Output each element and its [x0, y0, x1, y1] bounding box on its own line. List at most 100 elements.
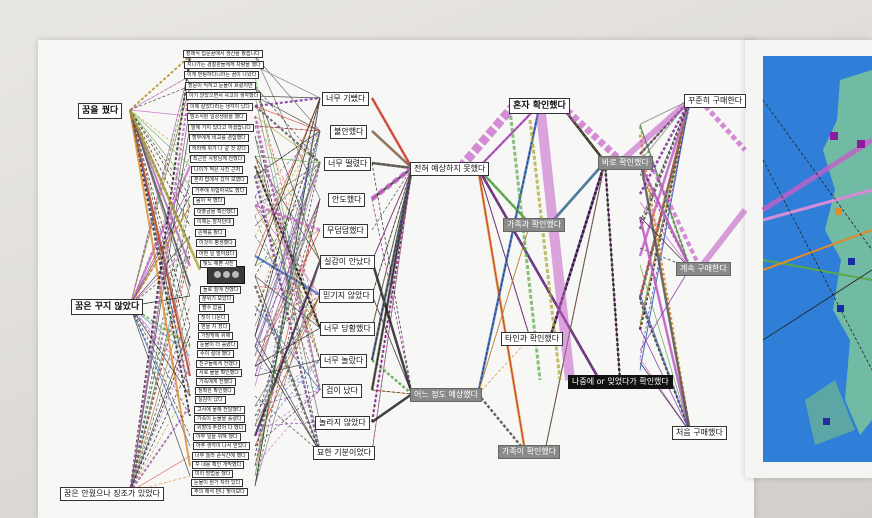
- flow-line: [129, 205, 191, 493]
- flow-line: [639, 216, 691, 269]
- flow-line: [639, 293, 691, 433]
- flow-line: [129, 255, 191, 493]
- flow-line: [638, 157, 692, 433]
- flow-line: [254, 135, 321, 423]
- flow-line: [254, 115, 321, 453]
- feeling-10: 놀라지 않았다: [315, 416, 370, 430]
- flow-line: [254, 294, 321, 427]
- flow-line: [254, 97, 321, 317]
- node-omen: 꿈은 안꿨으나 징조가 있었다: [60, 487, 164, 501]
- flow-line: [129, 335, 191, 493]
- dream-item: 혼자 밥에서 갔어 보였다: [191, 176, 248, 184]
- flow-line: [129, 245, 191, 493]
- flow-line: [254, 130, 321, 477]
- flow-line: [129, 405, 191, 493]
- flow-line: [371, 359, 413, 395]
- flow-line: [254, 97, 321, 337]
- flow-line: [129, 305, 191, 437]
- flow-line: [254, 162, 321, 207]
- dream-item: 팔수 없음: [199, 304, 225, 313]
- dream-item: 이게 번팅하다니라는 꿈이 나왔다: [184, 71, 260, 79]
- flow-line: [254, 97, 321, 257]
- flow-line: [254, 55, 321, 132]
- flow-line: [254, 75, 321, 391]
- flow-line: [639, 267, 691, 351]
- map-graphic: [761, 56, 872, 462]
- flow-line: [371, 294, 413, 395]
- dream-item: 친구들에게 전했다: [196, 359, 241, 368]
- flow-line: [618, 97, 692, 165]
- flow-line: [370, 97, 414, 169]
- flow-line: [549, 161, 606, 225]
- dream-item: 가족에게 전했다: [196, 378, 236, 386]
- dream-item: 할문이 익히고 눈물이 흐렸지만: [185, 81, 256, 90]
- flow-line: [129, 175, 191, 493]
- flow-line: [129, 185, 191, 307]
- dream-item: 지나가는 경찰관들에게 차량을 했다: [184, 60, 264, 69]
- flow-line: [129, 109, 191, 157]
- flow-line: [129, 305, 191, 447]
- flow-line: [129, 235, 191, 493]
- node-no-dream: 꿈은 꾸지 않았다: [71, 299, 144, 315]
- dream-item: 최근한 사장님께 전했다: [190, 155, 246, 163]
- dream-item: 손해를 봤다: [195, 228, 226, 237]
- flow-line: [129, 109, 191, 347]
- flow-line: [254, 130, 321, 237]
- flow-line: [370, 260, 414, 395]
- dream-item: 짓이 나온다: [198, 313, 229, 322]
- feeling-8: 너무 놀랐다: [320, 354, 368, 368]
- flow-line: [639, 264, 691, 433]
- flow-line: [254, 96, 321, 108]
- flow-line: [638, 99, 692, 195]
- dream-item: 이제 살았다라는 생각이 났다: [187, 102, 253, 111]
- check-2: 타인과 확인했다: [501, 332, 564, 346]
- check-0: 혼자 확인했다: [509, 98, 570, 114]
- flow-line: [638, 163, 692, 269]
- flow-line: [254, 105, 321, 164]
- flow-line: [477, 103, 541, 395]
- flow-line: [129, 109, 191, 397]
- flow-line: [371, 167, 413, 361]
- flow-line: [508, 109, 542, 381]
- flow-line: [129, 305, 191, 417]
- flow-line: [371, 198, 413, 395]
- flow-line: [371, 392, 413, 424]
- flow-line: [254, 130, 321, 467]
- dream-item: 말에 가지 있다고 하셨습니다: [188, 123, 254, 132]
- feeling-3: 안도했다: [328, 193, 366, 207]
- flow-line: [639, 247, 691, 269]
- dream-item: 분위기 보았다: [199, 295, 235, 304]
- flow-line: [129, 85, 191, 307]
- flow-line: [128, 109, 202, 271]
- flow-line: [129, 65, 191, 307]
- feeling-2: 너무 떨렸다: [324, 157, 372, 171]
- dream-item: 주의 해석 만나 맞아보다: [191, 488, 248, 497]
- flow-line: [129, 109, 191, 287]
- flow-line: [254, 162, 321, 277]
- flow-line: [456, 101, 519, 171]
- flow-line: [129, 109, 191, 417]
- flow-line: [648, 161, 702, 269]
- flow-line: [639, 99, 691, 371]
- feeling-9: 겁이 났다: [322, 384, 362, 398]
- flow-line: [129, 109, 191, 377]
- flow-line: [129, 285, 191, 493]
- dream-item: 대출금을 확인했다: [194, 207, 239, 216]
- flow-line: [639, 99, 691, 359]
- flow-line: [254, 359, 321, 417]
- flow-line: [254, 198, 321, 487]
- flow-line: [254, 195, 321, 361]
- flow-line: [129, 55, 191, 493]
- flow-line: [371, 167, 413, 453]
- dream-item: 눈물이 뭔가 자라 있다: [191, 479, 244, 488]
- dream-item: 할무에게 비교를 경험했다: [189, 134, 249, 142]
- flow-line: [254, 55, 321, 200]
- flow-line: [129, 235, 191, 307]
- flow-line: [544, 161, 606, 452]
- dream-item: 가주에 위험하셔도 했다: [192, 186, 248, 195]
- flow-line: [477, 337, 531, 395]
- flow-line: [371, 167, 413, 231]
- flow-line: [254, 65, 321, 99]
- flow-line: [371, 130, 413, 169]
